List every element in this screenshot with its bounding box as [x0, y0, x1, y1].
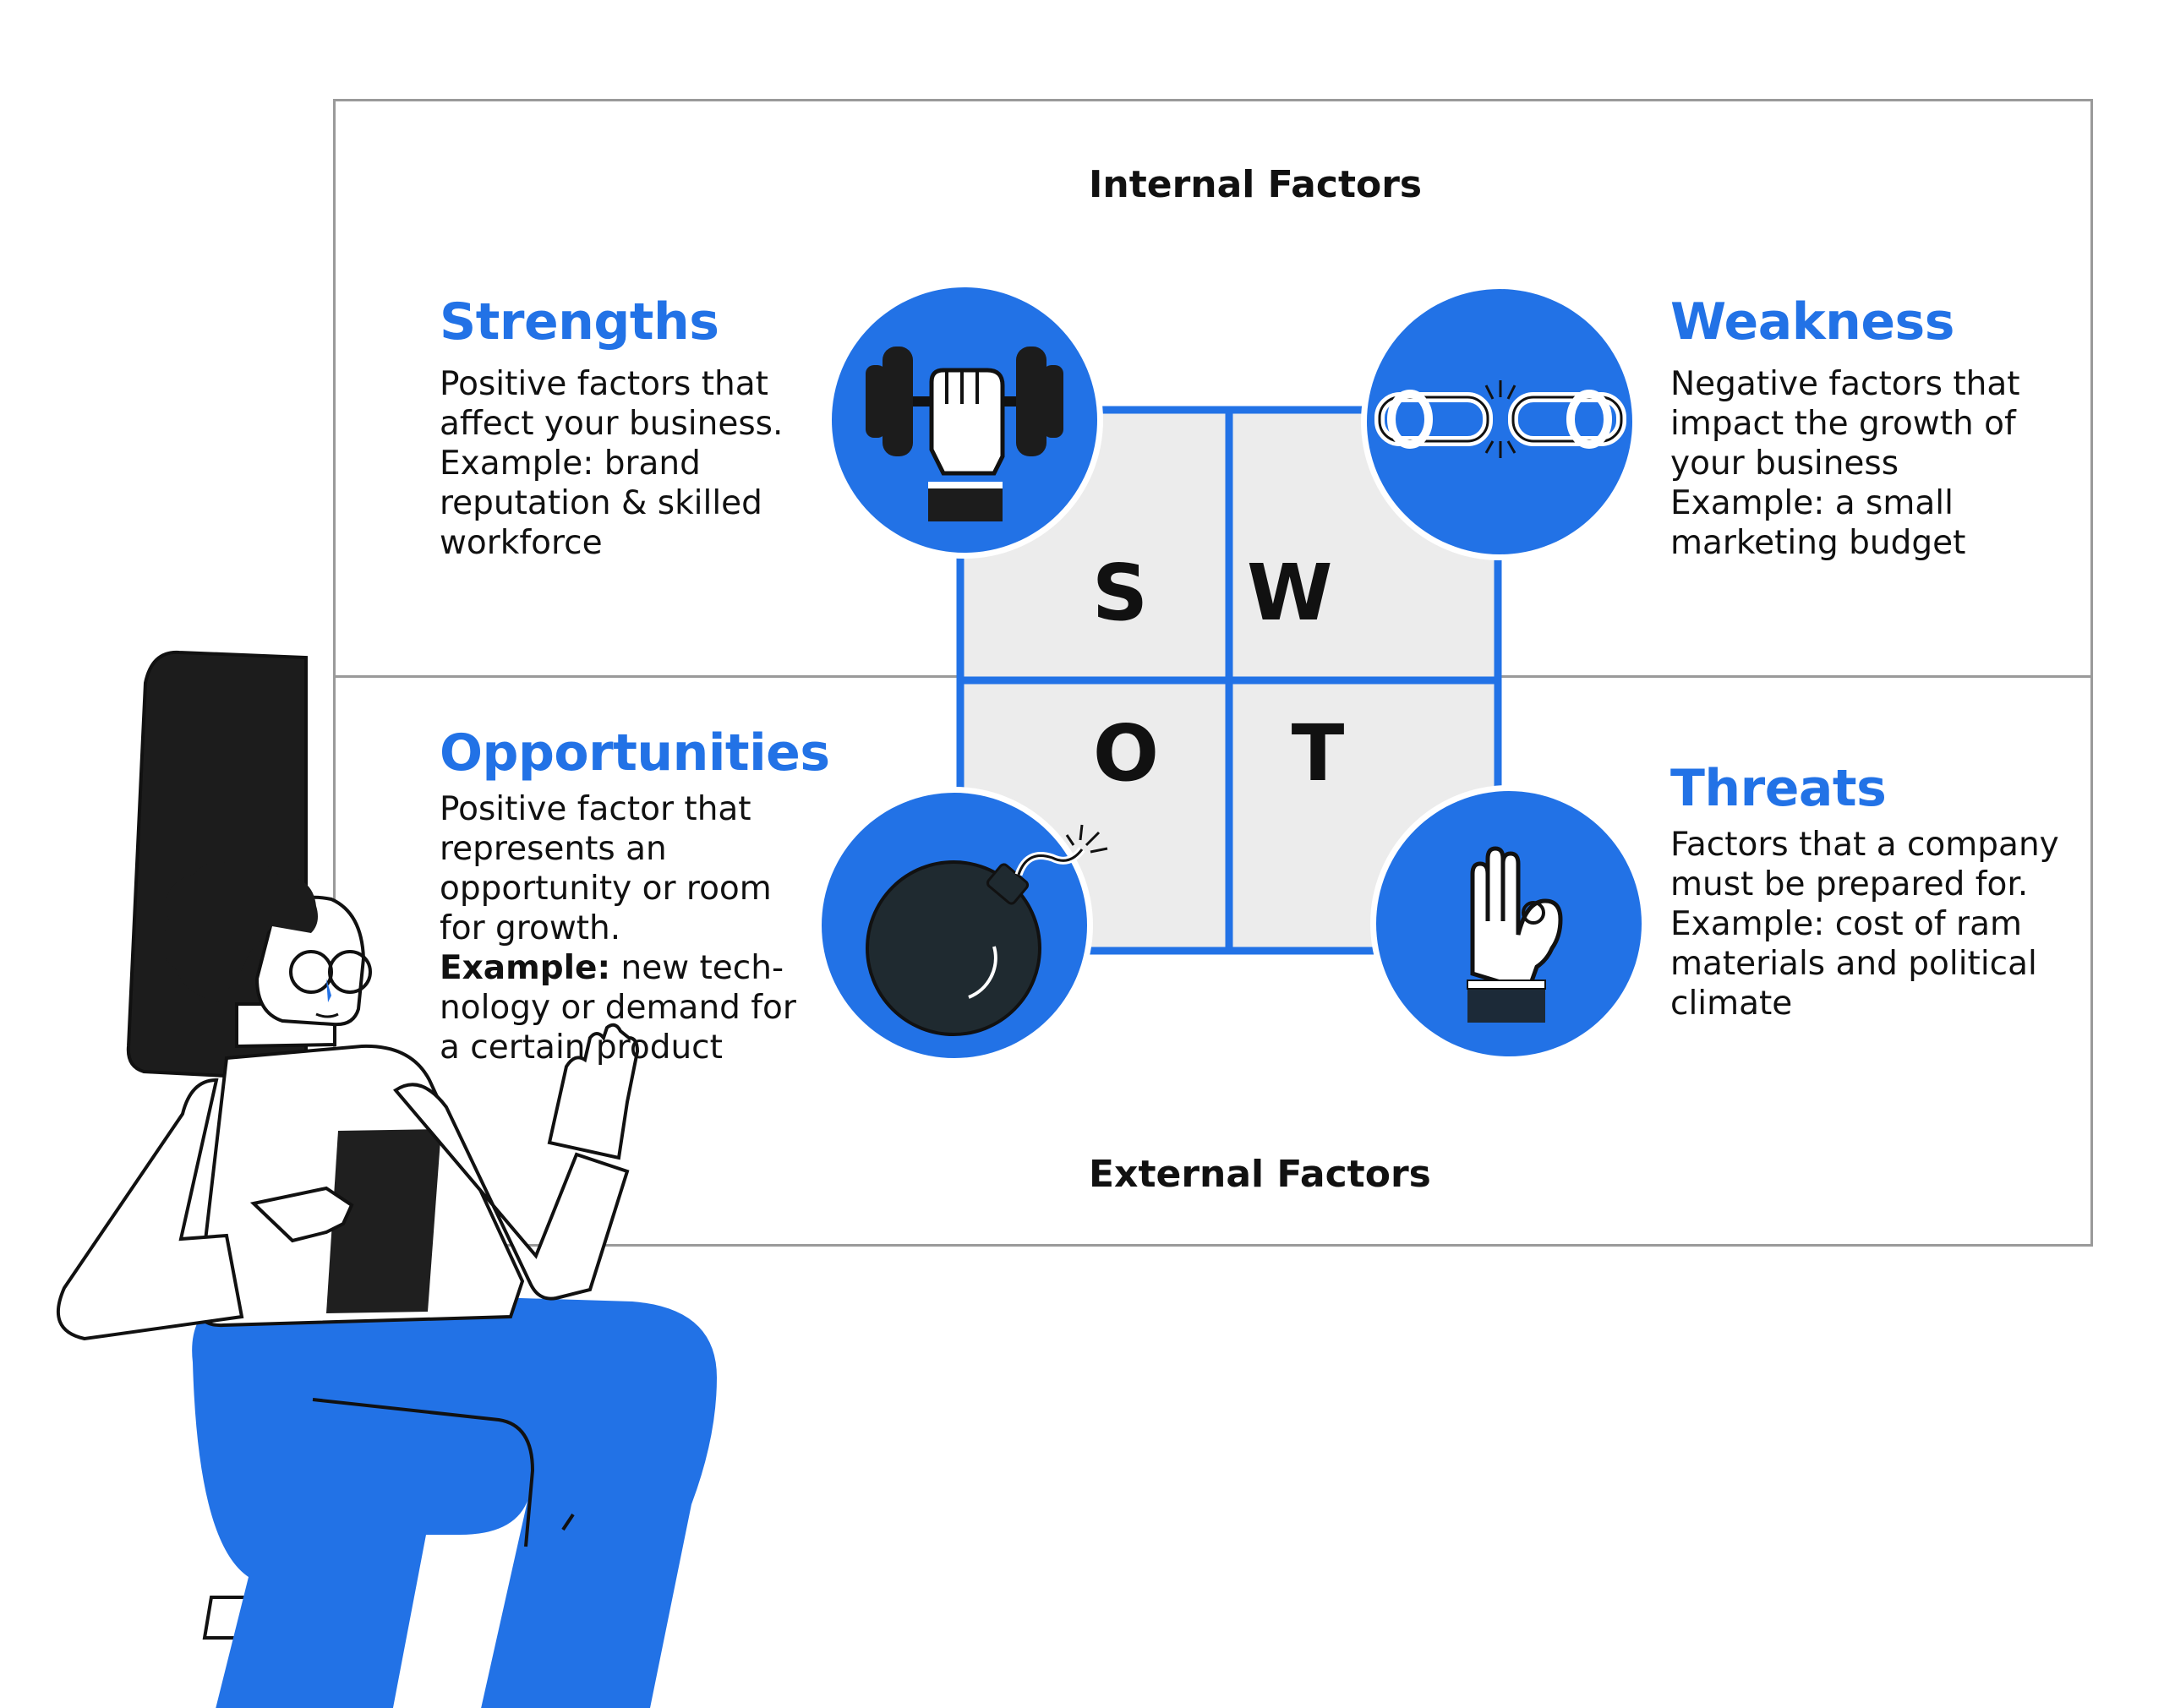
opportunities-description: Positive factor that represents an oppor…	[440, 789, 796, 1067]
threats-title: Threats	[1670, 759, 1887, 818]
ok-hand-icon	[1370, 785, 1648, 1062]
opportunities-body: Positive factor that represents an oppor…	[440, 790, 772, 947]
swot-letter-s: S	[1091, 548, 1149, 638]
weakness-description: Negative factors that impact the growth …	[1670, 365, 2020, 562]
opportunities-example-label: Example:	[440, 949, 611, 987]
bomb-icon	[816, 787, 1108, 1064]
opportunities-example-text: new tech- nology or demand for a certain…	[440, 949, 796, 1067]
threats-description: Factors that a company must be prepared …	[1670, 826, 2059, 1023]
swot-board	[333, 99, 2093, 1247]
opportunities-title: Opportunities	[440, 723, 830, 783]
strengths-title: Strengths	[440, 292, 719, 352]
swot-letter-o: O	[1092, 708, 1160, 799]
swot-letter-t: T	[1291, 708, 1345, 799]
weakness-title: Weakness	[1670, 292, 1954, 352]
external-factors-label: External Factors	[1089, 1153, 1431, 1196]
dumbbell-fist-icon	[826, 281, 1103, 559]
swot-letter-w: W	[1247, 548, 1333, 638]
person-illustration	[56, 650, 717, 1708]
broken-chain-icon	[1361, 283, 1638, 560]
strengths-description: Positive factors that affect your busine…	[440, 365, 784, 562]
internal-factors-label: Internal Factors	[1089, 163, 1423, 206]
